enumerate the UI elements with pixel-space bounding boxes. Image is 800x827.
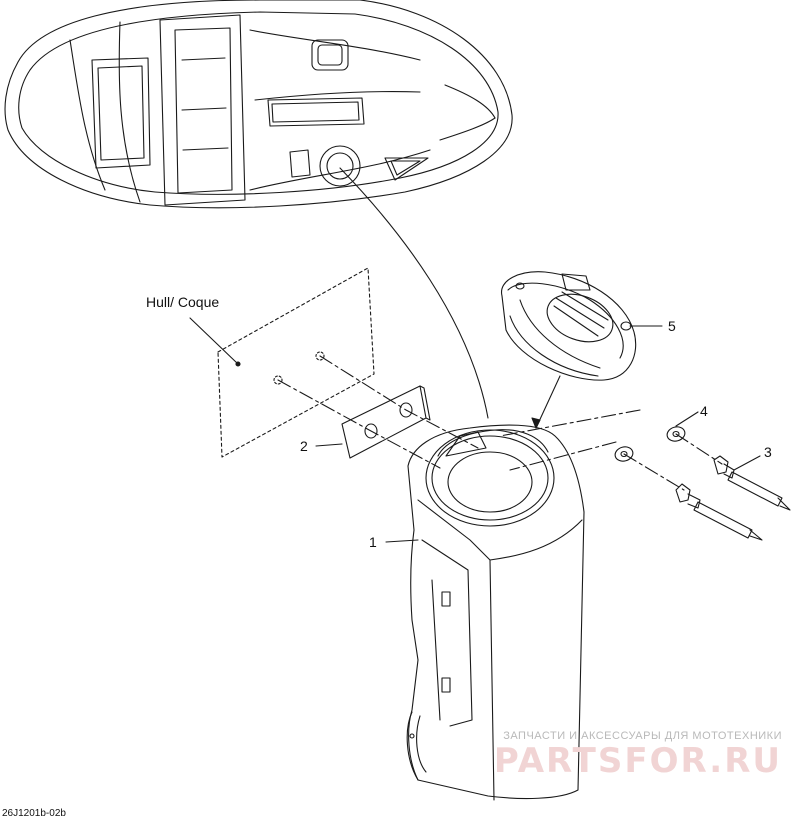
part-2-backing-plate xyxy=(341,385,431,459)
leader-1 xyxy=(385,539,419,543)
callout-1: 1 xyxy=(369,534,377,550)
leader-curve xyxy=(339,167,489,419)
hull-hole-1 xyxy=(315,351,325,361)
part-1-housing xyxy=(406,424,585,801)
leader-3 xyxy=(733,455,761,471)
hull-leader xyxy=(189,317,239,365)
centerlines xyxy=(277,355,723,491)
hull-panel xyxy=(217,267,375,458)
callout-2: 2 xyxy=(300,438,308,454)
watermark-tagline: ЗАПЧАСТИ И АКСЕССУАРЫ ДЛЯ МОТОТЕХНИКИ xyxy=(503,730,782,742)
boat-top-view xyxy=(4,0,513,209)
part-5-cover xyxy=(501,271,637,381)
watermark-brand: PARTSFOR.RU xyxy=(493,741,782,781)
part-3-rivets xyxy=(675,455,791,541)
callout-4: 4 xyxy=(700,403,708,419)
figure-id: 26J1201b-02b xyxy=(2,808,66,819)
leader-2 xyxy=(315,443,343,447)
part-4-washers xyxy=(614,426,686,462)
cover-arrowhead xyxy=(531,417,541,429)
leader-4 xyxy=(675,411,699,427)
cover-arrow xyxy=(535,375,561,429)
hull-hole-2 xyxy=(273,375,283,385)
callout-3: 3 xyxy=(764,444,772,460)
callout-5: 5 xyxy=(668,318,676,334)
hull-point xyxy=(235,361,241,367)
hull-label: Hull/ Coque xyxy=(146,294,220,310)
watermark: ЗАПЧАСТИ И АКСЕССУАРЫ ДЛЯ МОТОТЕХНИКИ PA… xyxy=(494,730,782,778)
